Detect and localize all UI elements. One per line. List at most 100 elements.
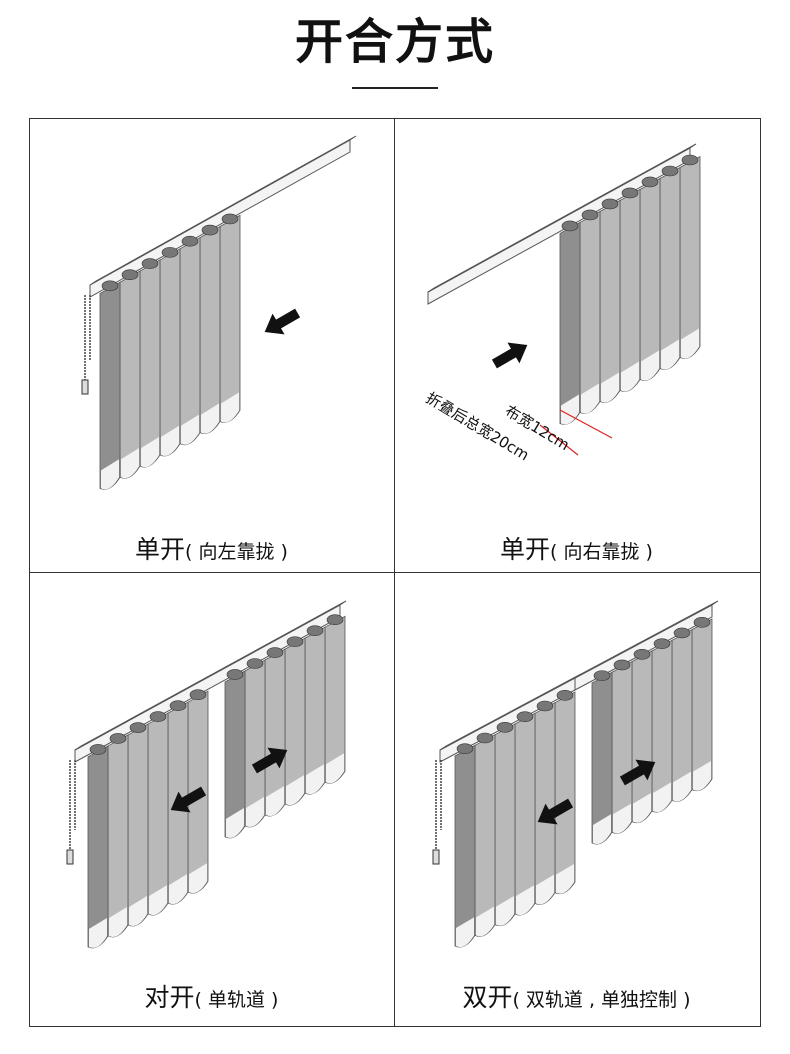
slat	[671, 628, 693, 802]
slat-bottom	[496, 896, 514, 926]
slat-bottom	[221, 392, 239, 423]
chain-weight	[432, 849, 440, 865]
slat-bottom	[101, 459, 119, 490]
slat-bottom	[661, 339, 679, 370]
slat-bottom	[693, 761, 711, 791]
slat-bottom	[246, 797, 264, 828]
slat	[159, 248, 181, 457]
slat-bottom	[181, 414, 199, 445]
caption-sub: ( 双轨道 , 单独控制 )	[512, 989, 691, 1011]
caption-main: 双开	[462, 983, 513, 1012]
slat-bottom	[266, 786, 284, 817]
slat-bottom	[129, 896, 147, 927]
slat	[304, 626, 326, 795]
slat-bottom	[476, 906, 494, 937]
caption-center-split: 对开( 单轨道 )	[29, 978, 394, 1014]
caption-sub: ( 单轨道 )	[194, 989, 279, 1011]
slat	[474, 734, 496, 937]
page-title: 开合方式	[294, 14, 495, 70]
slat	[679, 155, 701, 359]
caption-double-track: 双开( 双轨道 , 单独控制 )	[394, 978, 759, 1014]
slat-hanger	[693, 617, 711, 628]
slat-hanger	[226, 669, 244, 680]
slat-hanger	[129, 722, 147, 733]
slat-hanger	[621, 187, 639, 199]
slat-bottom	[306, 764, 324, 795]
slat	[454, 744, 476, 948]
slat-hanger	[89, 744, 107, 755]
slat-bottom	[601, 372, 619, 403]
slat-bottom	[516, 885, 534, 916]
slat	[199, 225, 221, 435]
slat-hanger	[633, 648, 651, 660]
slat-hanger	[161, 247, 179, 258]
slat-bottom	[653, 782, 671, 813]
slat-hanger	[496, 722, 514, 733]
slat	[179, 236, 201, 446]
slat-hanger	[673, 627, 691, 639]
rail-top	[574, 600, 719, 679]
slat	[659, 166, 681, 370]
slat-hanger	[286, 636, 304, 647]
direction-arrow-icon	[537, 798, 574, 825]
slat-bottom	[169, 874, 187, 905]
slat-bottom	[109, 907, 127, 937]
slat-bottom	[121, 448, 139, 479]
slat-bottom	[201, 403, 219, 434]
caption-main: 对开	[144, 983, 195, 1012]
slat	[99, 281, 121, 490]
slat	[611, 660, 633, 834]
slat-bottom	[189, 863, 207, 894]
slat-hanger	[641, 176, 659, 188]
slat-bottom	[89, 917, 107, 948]
slat	[514, 712, 536, 916]
slat-bottom	[149, 885, 167, 916]
slat	[619, 188, 641, 392]
dimension-line	[559, 409, 613, 439]
slat-bottom	[141, 436, 159, 468]
caption-main: 单开	[135, 535, 186, 564]
slat-hanger	[189, 689, 207, 700]
slat	[284, 637, 306, 806]
slat	[147, 712, 169, 916]
slat-bottom	[556, 864, 574, 894]
slat-hanger	[536, 700, 554, 712]
slat	[219, 214, 241, 423]
slat	[119, 270, 141, 479]
slat-hanger	[121, 269, 139, 280]
slat-bottom	[681, 328, 699, 359]
slat-bottom	[536, 874, 554, 905]
slat-hanger	[201, 224, 219, 236]
slat-hanger	[561, 220, 579, 232]
slat-bottom	[286, 775, 304, 806]
slat-hanger	[141, 258, 159, 269]
slat	[127, 723, 149, 927]
slat-hanger	[601, 198, 619, 210]
chain-weight	[66, 849, 74, 865]
slat-bottom	[593, 814, 611, 845]
slat-hanger	[221, 213, 239, 225]
title-underline	[352, 87, 438, 89]
slat-bottom	[673, 771, 691, 802]
slat-hanger	[661, 165, 679, 177]
slat	[244, 659, 266, 828]
slat	[691, 618, 713, 792]
slat-bottom	[633, 792, 651, 823]
direction-arrow-icon	[264, 308, 301, 335]
caption-single-left: 单开( 向左靠拢 )	[29, 530, 394, 566]
slat	[494, 723, 516, 927]
rail-top	[89, 135, 357, 286]
slat-bottom	[613, 803, 631, 834]
slat-bottom	[456, 917, 474, 948]
direction-arrow-icon	[170, 786, 207, 813]
slat-hanger	[476, 732, 494, 744]
rail-top	[74, 600, 347, 751]
slat-hanger	[556, 690, 574, 701]
slat	[224, 670, 246, 839]
slat-bottom	[621, 361, 639, 392]
slat-hanger	[326, 614, 344, 626]
direction-arrow-icon	[251, 747, 288, 774]
slat-hanger	[169, 700, 187, 711]
slat-hanger	[581, 209, 599, 221]
